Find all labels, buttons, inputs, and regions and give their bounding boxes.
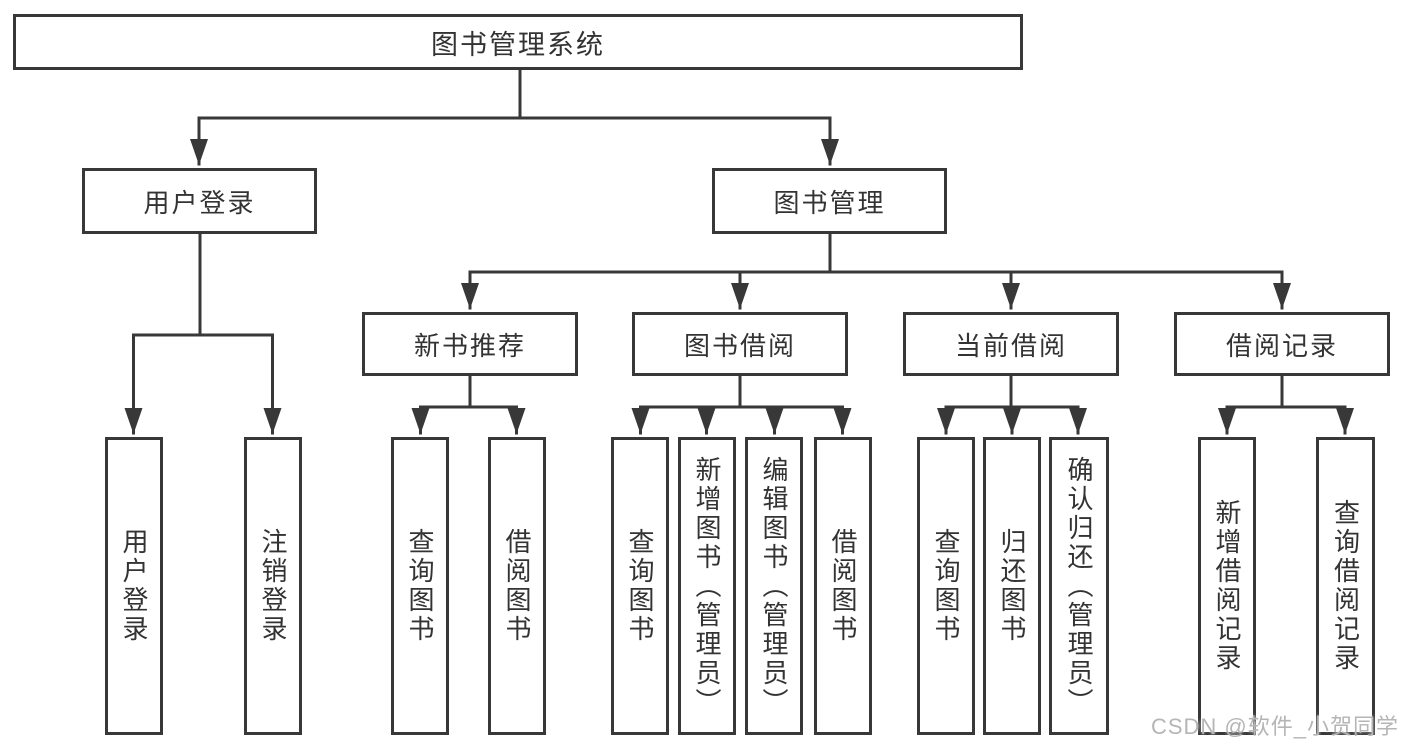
node-borrow-records: 借阅记录 bbox=[1174, 312, 1390, 376]
leaf-newbooks-borrow: 借阅图书 bbox=[488, 437, 546, 735]
leaf-borrow-borrow: 借阅图书 bbox=[814, 437, 872, 735]
leaf-records-query: 查询借阅记录 bbox=[1316, 437, 1375, 735]
node-current-borrow-label: 当前借阅 bbox=[954, 330, 1067, 361]
leaf-borrow-add-admin: 新增图书（管理员） bbox=[678, 437, 736, 735]
leaf-current-return: 归还图书 bbox=[983, 437, 1041, 735]
connector-records-to-leaves bbox=[1218, 374, 1354, 435]
node-user-login: 用户登录 bbox=[82, 168, 317, 234]
leaf-borrow-query: 查询图书 bbox=[611, 437, 669, 735]
node-book-management-label: 图书管理 bbox=[773, 187, 886, 218]
node-current-borrow: 当前借阅 bbox=[903, 312, 1119, 376]
node-root: 图书管理系统 bbox=[13, 14, 1023, 70]
node-new-book-recommend: 新书推荐 bbox=[362, 312, 578, 376]
node-root-label: 图书管理系统 bbox=[431, 29, 605, 60]
connector-borrow-to-leaves bbox=[631, 374, 852, 435]
node-book-management: 图书管理 bbox=[712, 168, 947, 234]
leaf-records-add: 新增借阅记录 bbox=[1198, 437, 1256, 735]
node-user-login-label: 用户登录 bbox=[143, 187, 256, 218]
connector-current-to-leaves bbox=[937, 374, 1087, 435]
leaf-current-query: 查询图书 bbox=[917, 437, 975, 735]
node-book-borrow-label: 图书借阅 bbox=[683, 330, 796, 361]
connector-bookmgmt-to-groups bbox=[461, 232, 1291, 310]
leaf-borrow-edit-admin: 编辑图书（管理员） bbox=[745, 437, 803, 735]
connector-login-to-leaves bbox=[124, 232, 282, 435]
leaf-user-login: 用户登录 bbox=[105, 437, 163, 735]
connector-newbooks-to-leaves bbox=[411, 374, 526, 435]
leaf-current-confirm-return-admin: 确认归还（管理员） bbox=[1049, 437, 1109, 735]
node-new-book-recommend-label: 新书推荐 bbox=[413, 330, 526, 361]
watermark: CSDN @软件_小贺同学 bbox=[1150, 714, 1399, 739]
connector-root-to-branches bbox=[190, 66, 839, 166]
node-borrow-records-label: 借阅记录 bbox=[1225, 330, 1338, 361]
node-book-borrow: 图书借阅 bbox=[632, 312, 848, 376]
leaf-logout: 注销登录 bbox=[244, 437, 302, 735]
leaf-newbooks-query: 查询图书 bbox=[391, 437, 449, 735]
